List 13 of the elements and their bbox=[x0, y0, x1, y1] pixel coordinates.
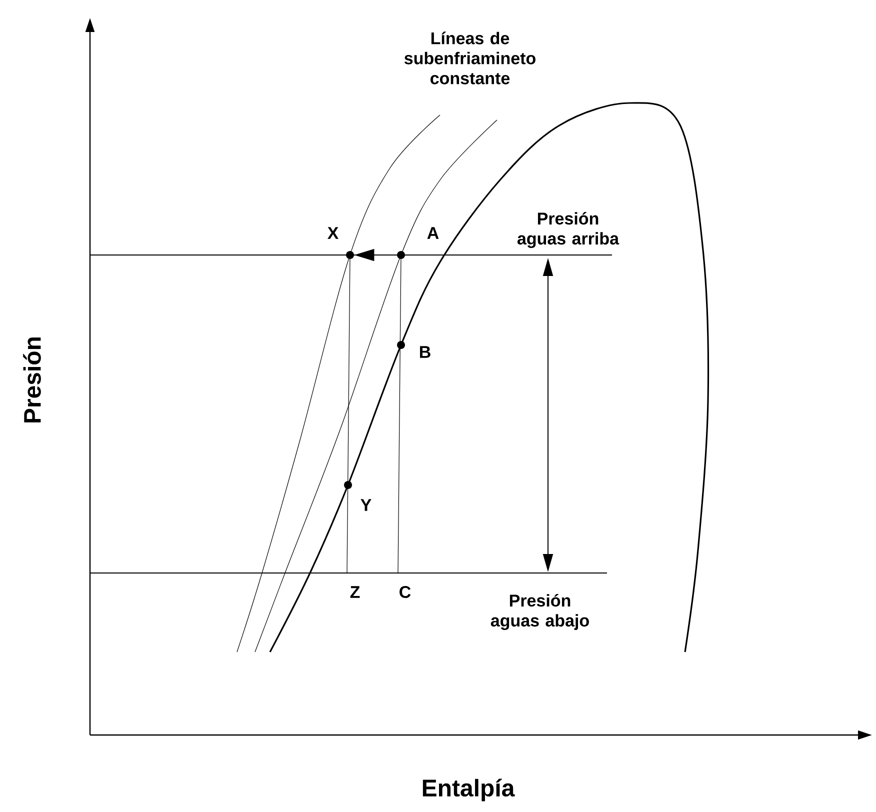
point-dot bbox=[346, 251, 354, 259]
pressure-label: Presión aguas arriba bbox=[517, 212, 620, 248]
curve-label: Líneas de subenfriamineto constante bbox=[404, 32, 536, 84]
point-label: Y bbox=[360, 499, 372, 511]
point-label: Z bbox=[350, 586, 360, 598]
axis-label: Presión bbox=[23, 337, 41, 422]
point-label: C bbox=[400, 586, 411, 598]
pressure-label: Presión aguas abajo bbox=[490, 594, 589, 630]
point-dot bbox=[397, 251, 405, 259]
point-label: B bbox=[420, 346, 430, 358]
axis-label: Entalpía bbox=[422, 778, 515, 802]
point-label: X bbox=[328, 227, 339, 239]
point-label: A bbox=[427, 227, 439, 239]
